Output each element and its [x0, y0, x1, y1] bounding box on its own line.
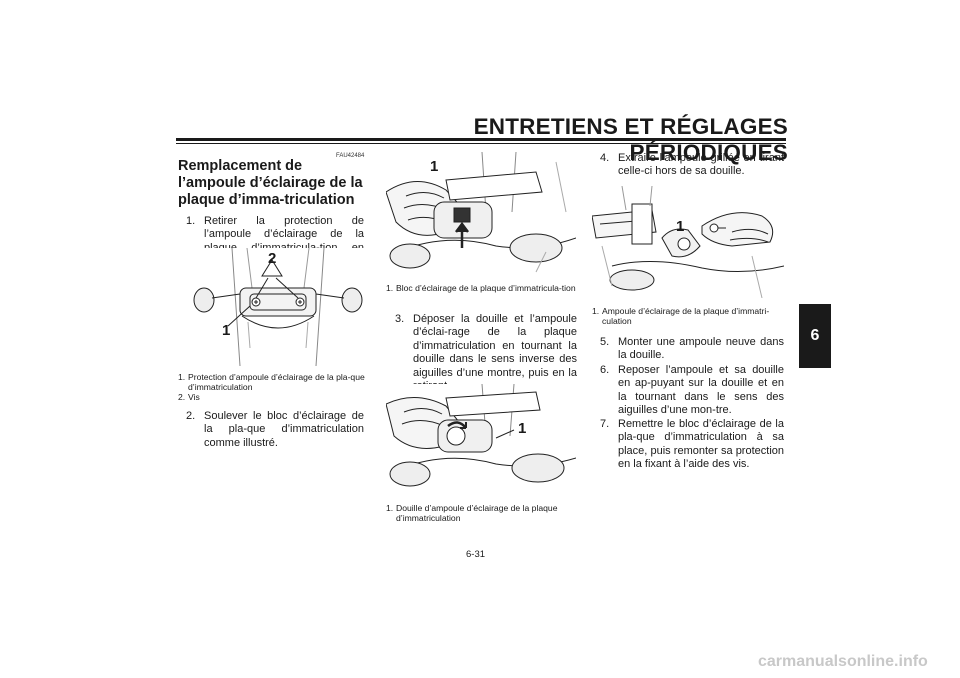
step-text: Monter une ampoule neuve dans la douille…	[618, 336, 784, 362]
step-number: 1.	[186, 215, 196, 227]
step-6: 6. Reposer l’ampoule et sa douille en ap…	[600, 364, 784, 418]
caption-number: 2.	[178, 392, 186, 402]
step-5: 5. Monter une ampoule neuve dans la doui…	[600, 336, 784, 363]
socket-illustration	[386, 384, 576, 487]
caption-socket: 1. Douille d’ampoule d’éclairage de la p…	[386, 503, 576, 523]
figure-callout: 2	[268, 250, 277, 267]
figure-bulb: 1	[592, 186, 784, 298]
step-4: 4. Extraire l’ampoule grillée en tirant …	[600, 152, 784, 179]
step-3: 3. Déposer la douille et l’ampoule d’écl…	[395, 313, 577, 393]
step-number: 7.	[600, 418, 610, 430]
section-title: Remplacement de l’ampoule d’éclairage de…	[178, 158, 363, 208]
caption-text: Bloc d’éclairage de la plaque d’immatric…	[396, 283, 576, 293]
figure-callout: 1	[430, 158, 439, 175]
step-text: Extraire l’ampoule grillée en tirant cel…	[618, 152, 784, 178]
page-number: 6-31	[466, 549, 486, 560]
watermark: carmanualsonline.info	[758, 653, 928, 670]
caption-2: 2. Vis	[178, 392, 368, 402]
step-number: 5.	[600, 336, 610, 348]
figure-lamp-block: 1	[386, 152, 576, 276]
step-number: 6.	[600, 364, 610, 376]
bulb-illustration	[592, 186, 784, 298]
step-7: 7. Remettre le bloc d’éclairage de la pl…	[600, 418, 784, 472]
lamp-block-illustration	[386, 152, 576, 273]
caption-number: 1.	[386, 503, 394, 513]
caption-bulb: 1. Ampoule d’éclairage de la plaque d’im…	[592, 306, 784, 326]
caption-number: 1.	[178, 372, 186, 382]
figure-callout: 1	[676, 218, 685, 235]
figure-callout: 1	[222, 322, 231, 339]
caption-1: 1. Protection d’ampoule d’éclairage de l…	[178, 372, 368, 392]
header-rule-thin	[176, 143, 786, 144]
header-rule	[176, 138, 786, 141]
license-cover-illustration	[193, 248, 363, 366]
step-text: Reposer l’ampoule et sa douille en ap-pu…	[618, 364, 784, 417]
caption-text: Douille d’ampoule d’éclairage de la plaq…	[396, 503, 558, 523]
chapter-tab: 6	[799, 304, 831, 368]
reference-code: FAU42484	[336, 153, 365, 159]
step-text: Déposer la douille et l’ampoule d’éclai-…	[413, 313, 577, 392]
step-number: 2.	[186, 410, 196, 422]
step-number: 4.	[600, 152, 610, 164]
caption-text: Protection d’ampoule d’éclairage de la p…	[188, 372, 365, 392]
figure-socket: 1	[386, 384, 576, 498]
caption-lamp-block: 1. Bloc d’éclairage de la plaque d’immat…	[386, 283, 576, 293]
caption-text: Vis	[188, 392, 200, 402]
step-text: Remettre le bloc d’éclairage de la pla-q…	[618, 418, 784, 471]
step-number: 3.	[395, 313, 405, 325]
step-2: 2. Soulever le bloc d’éclairage de la pl…	[186, 410, 364, 450]
caption-number: 1.	[592, 306, 600, 316]
caption-number: 1.	[386, 283, 394, 293]
caption-text: Ampoule d’éclairage de la plaque d’immat…	[602, 306, 770, 326]
figure-callout: 1	[518, 420, 527, 437]
step-text: Soulever le bloc d’éclairage de la pla-q…	[204, 410, 364, 449]
figure-license-cover: 2 1	[192, 248, 364, 366]
page-header-title: ENTRETIENS ET RÉGLAGES PÉRIODIQUES	[473, 114, 788, 165]
